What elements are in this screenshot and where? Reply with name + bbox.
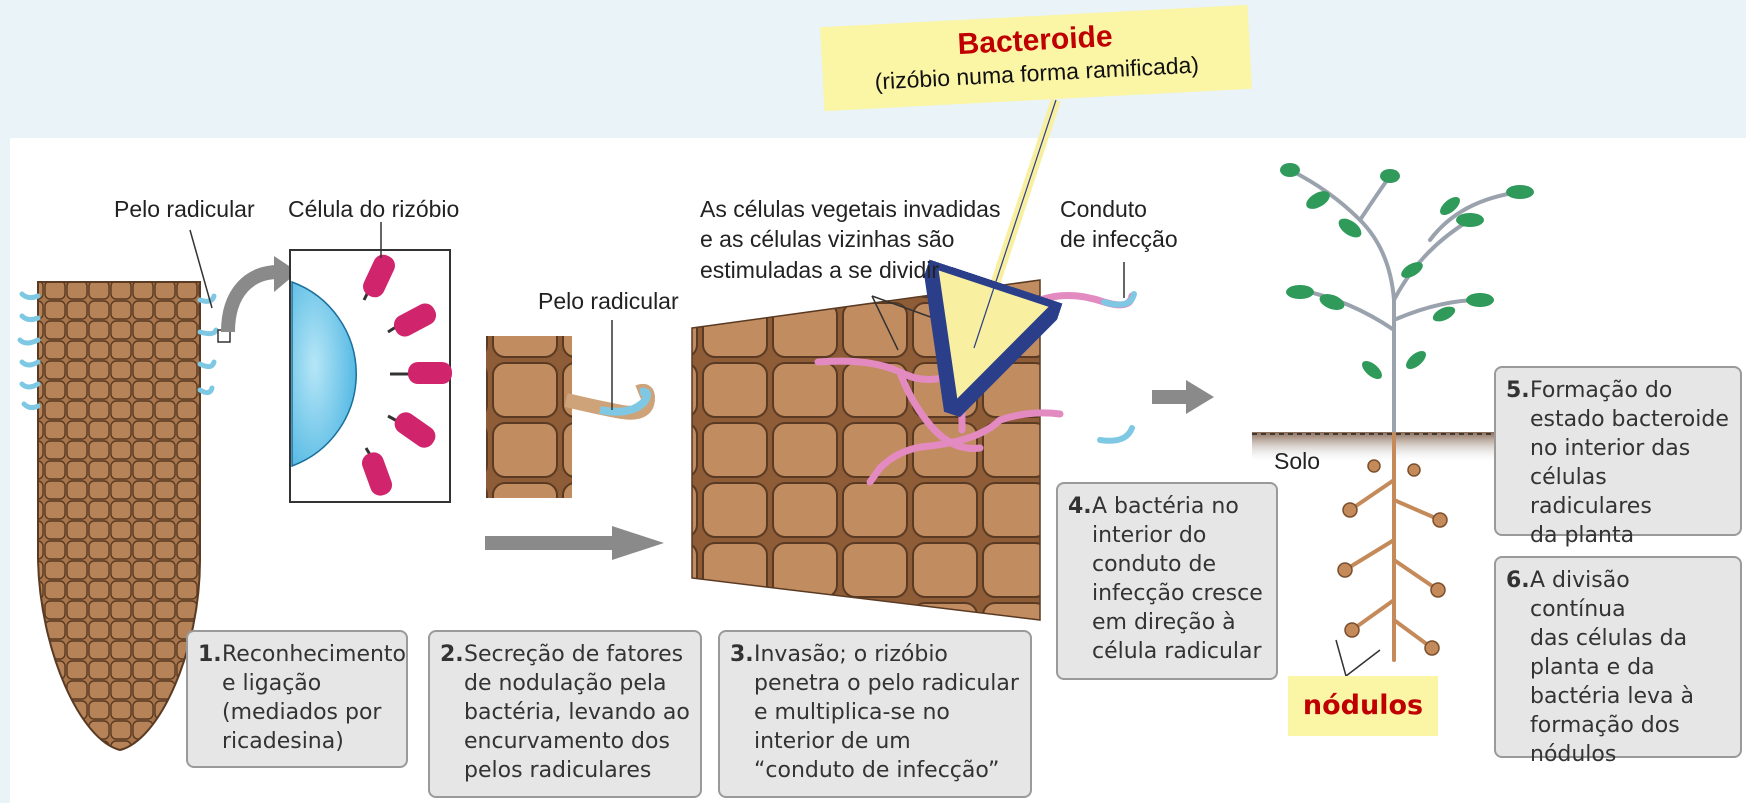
step-text: Secreção de fatores de nodulação pela ba… (464, 642, 690, 784)
step-text: A bactéria no interior do conduto de inf… (1092, 494, 1263, 665)
arrow-step-2-to-3 (485, 526, 664, 560)
label-pelo-radicular-1: Pelo radicular (114, 196, 255, 222)
step-text: Reconhecimento e ligação (mediados por r… (222, 642, 407, 755)
arrow-to-plant (1152, 380, 1214, 414)
step-box-6: 6. A divisão contínua das células da pla… (1494, 556, 1742, 767)
label-pelo-radicular-2: Pelo radicular (538, 288, 679, 314)
step-box-5: 5. Formação do estado bacteroide no inte… (1494, 366, 1742, 548)
rhizobium-inset (289, 222, 452, 503)
step-text: Formação do estado bacteroide no interio… (1530, 378, 1729, 549)
root-tip (17, 229, 231, 752)
label-conduto-infeccao: Conduto de infecção (1060, 196, 1178, 253)
curling-root-hair (486, 320, 656, 498)
step-number: 3. (730, 642, 754, 667)
root-hairs (17, 291, 219, 411)
step-number: 2. (440, 642, 464, 667)
step-text: Invasão; o rizóbio penetra o pelo radicu… (754, 642, 1019, 784)
step-box-4: 4. A bactéria no interior do conduto de … (1056, 482, 1278, 680)
label-celulas-invadidas: As células vegetais invadidas e as célul… (700, 196, 1001, 283)
step-text: A divisão contínua das células da planta… (1530, 568, 1694, 768)
label-nodulos: nódulos (1288, 676, 1438, 736)
label-celula-rizobio: Célula do rizóbio (288, 196, 460, 222)
rhizobium-cells (361, 254, 452, 496)
label-solo: Solo (1274, 448, 1321, 474)
step-box-2: 2. Secreção de fatores de nodulação pela… (428, 630, 702, 798)
step-number: 1. (198, 642, 222, 667)
step-number: 4. (1068, 494, 1092, 519)
curved-arrow (221, 265, 279, 333)
step-box-3: 3. Invasão; o rizóbio penetra o pelo rad… (718, 630, 1032, 798)
step-number: 6. (1506, 568, 1530, 593)
plant (1252, 163, 1534, 677)
step-number: 5. (1506, 378, 1530, 403)
step-box-1: 1. Reconhecimento e ligação (mediados po… (186, 630, 408, 768)
